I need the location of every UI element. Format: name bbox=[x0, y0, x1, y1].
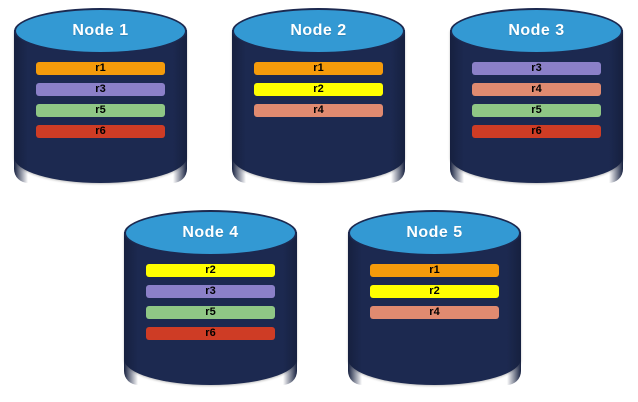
database-node-2[interactable]: Node 2 r1 r2 r4 bbox=[232, 8, 405, 183]
shard-label: r2 bbox=[429, 285, 440, 297]
shard-label: r1 bbox=[95, 62, 106, 74]
shard-bar-r6[interactable]: r6 bbox=[472, 125, 601, 138]
shard-label: r6 bbox=[95, 125, 106, 137]
database-node-3[interactable]: Node 3 r3 r4 r5 r6 bbox=[450, 8, 623, 183]
shard-bar-r3[interactable]: r3 bbox=[146, 285, 275, 298]
shard-label: r1 bbox=[429, 264, 440, 276]
shard-bar-r2[interactable]: r2 bbox=[370, 285, 499, 298]
shard-bar-r4[interactable]: r4 bbox=[254, 104, 383, 117]
shard-bar-r2[interactable]: r2 bbox=[254, 83, 383, 96]
shard-bar-r5[interactable]: r5 bbox=[472, 104, 601, 117]
shard-bar-r1[interactable]: r1 bbox=[370, 264, 499, 277]
shard-bar-r2[interactable]: r2 bbox=[146, 264, 275, 277]
shard-label: r5 bbox=[205, 306, 216, 318]
cylinder-top-disc: Node 4 bbox=[124, 210, 297, 256]
shard-label: r6 bbox=[205, 327, 216, 339]
database-node-4[interactable]: Node 4 r2 r3 r5 r6 bbox=[124, 210, 297, 385]
shard-bar-r6[interactable]: r6 bbox=[36, 125, 165, 138]
shard-label: r5 bbox=[531, 104, 542, 116]
shard-label: r6 bbox=[531, 125, 542, 137]
node-label: Node 4 bbox=[182, 224, 239, 241]
shard-bar-r4[interactable]: r4 bbox=[370, 306, 499, 319]
shard-bar-r3[interactable]: r3 bbox=[36, 83, 165, 96]
shard-bar-r1[interactable]: r1 bbox=[254, 62, 383, 75]
database-node-1[interactable]: Node 1 r1 r3 r5 r6 bbox=[14, 8, 187, 183]
shard-list: r1 r2 r4 bbox=[370, 264, 499, 319]
shard-label: r4 bbox=[313, 104, 324, 116]
shard-bar-r3[interactable]: r3 bbox=[472, 62, 601, 75]
shard-bar-r5[interactable]: r5 bbox=[146, 306, 275, 319]
shard-label: r4 bbox=[429, 306, 440, 318]
shard-bar-r4[interactable]: r4 bbox=[472, 83, 601, 96]
shard-label: r5 bbox=[95, 104, 106, 116]
cylinder-top-disc: Node 3 bbox=[450, 8, 623, 54]
shard-bar-r6[interactable]: r6 bbox=[146, 327, 275, 340]
shard-label: r3 bbox=[205, 285, 216, 297]
shard-label: r1 bbox=[313, 62, 324, 74]
node-label: Node 5 bbox=[406, 224, 463, 241]
shard-list: r3 r4 r5 r6 bbox=[472, 62, 601, 138]
cylinder-top-disc: Node 1 bbox=[14, 8, 187, 54]
database-node-5[interactable]: Node 5 r1 r2 r4 bbox=[348, 210, 521, 385]
cylinder-top-disc: Node 2 bbox=[232, 8, 405, 54]
shard-label: r4 bbox=[531, 83, 542, 95]
shard-bar-r5[interactable]: r5 bbox=[36, 104, 165, 117]
shard-label: r2 bbox=[313, 83, 324, 95]
shard-list: r2 r3 r5 r6 bbox=[146, 264, 275, 340]
cylinder-top-disc: Node 5 bbox=[348, 210, 521, 256]
shard-label: r2 bbox=[205, 264, 216, 276]
shard-bar-r1[interactable]: r1 bbox=[36, 62, 165, 75]
shard-list: r1 r3 r5 r6 bbox=[36, 62, 165, 138]
shard-list: r1 r2 r4 bbox=[254, 62, 383, 117]
node-label: Node 1 bbox=[72, 22, 129, 39]
node-label: Node 3 bbox=[508, 22, 565, 39]
shard-label: r3 bbox=[95, 83, 106, 95]
node-label: Node 2 bbox=[290, 22, 347, 39]
shard-label: r3 bbox=[531, 62, 542, 74]
